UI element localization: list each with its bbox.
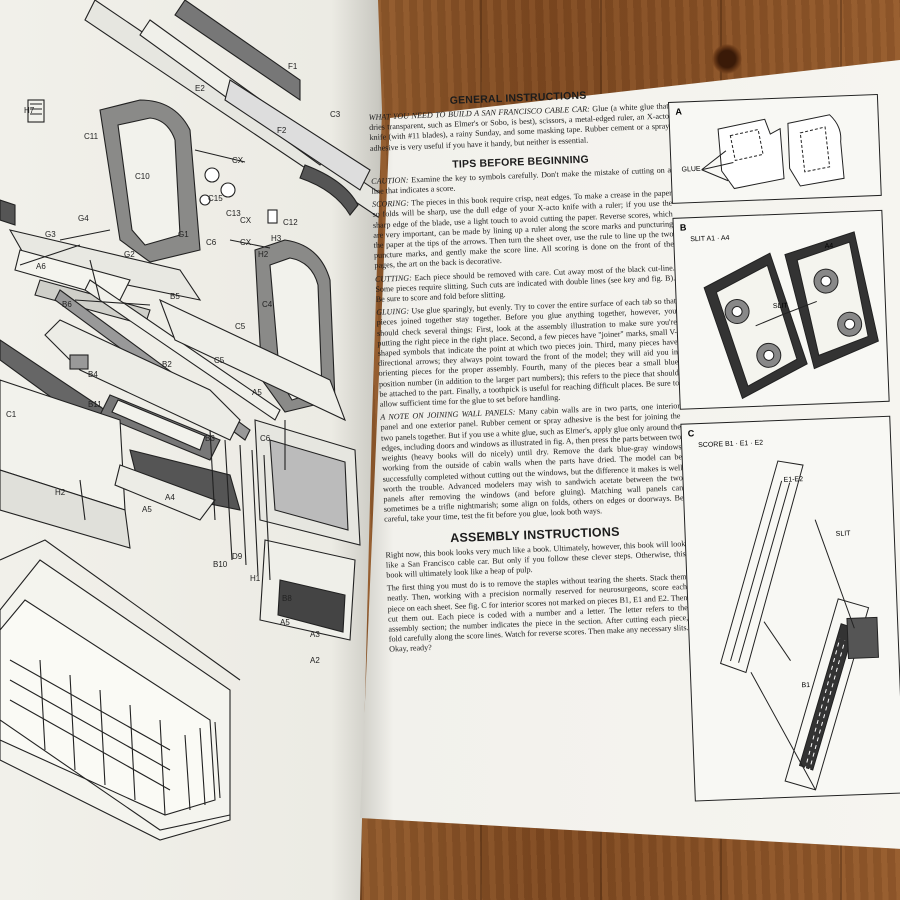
figures-column: A GLUE B SLIT A1 · A4 [668, 93, 900, 802]
part-label: C6 [206, 238, 217, 247]
part-label: C5 [235, 322, 246, 331]
part-label: G2 [124, 250, 135, 259]
part-label: H3 [271, 234, 282, 243]
figure-c-b1-label: B1 [801, 681, 811, 690]
part-label: H7 [24, 106, 35, 115]
general-instructions-text: WHAT YOU NEED TO BUILD A SAN FRANCISCO C… [369, 101, 670, 153]
part-label: E2 [195, 84, 205, 93]
part-label: F2 [277, 126, 287, 135]
figure-a-drawing [701, 114, 845, 190]
part-label: B8 [282, 594, 292, 603]
part-label: B10 [213, 560, 228, 569]
part-label: B2 [162, 360, 172, 369]
part-label: B5 [170, 292, 180, 301]
part-label: C6 [260, 434, 271, 443]
figure-b: B SLIT A1 · A4 A4 SLIT [672, 209, 890, 410]
part-label: C13 [226, 209, 241, 218]
part-label: A2 [310, 656, 320, 665]
part-label: D9 [232, 552, 243, 561]
walls-paragraph: A NOTE ON JOINING WALL PANELS: Many cabi… [380, 402, 684, 526]
wood-knot [712, 44, 742, 74]
part-label: C5 [214, 356, 225, 365]
part-label: C1 [6, 410, 17, 419]
part-label: G1 [178, 230, 189, 239]
part-label: C15 [208, 194, 223, 203]
figure-c-e1e2-label: E1-E2 [783, 476, 804, 484]
part-label: C12 [283, 218, 298, 227]
part-label: A5 [280, 618, 290, 627]
part-label: CX [240, 238, 252, 247]
part-label: H1 [250, 574, 261, 583]
part-label: G4 [78, 214, 89, 223]
assembly-paragraph-2: The first thing you must do is to remove… [386, 572, 689, 654]
figure-b-letter: B [679, 222, 687, 233]
gluing-lead: GLUING: [376, 306, 410, 318]
figure-a: A GLUE [668, 93, 882, 204]
scoring-paragraph: SCORING: The pieces in this book require… [372, 189, 675, 272]
figure-c-slit-label: SLIT [835, 530, 851, 538]
part-label: B11 [88, 400, 102, 409]
part-label: H2 [258, 250, 269, 259]
part-label: B4 [88, 370, 98, 379]
part-label: CX [240, 216, 252, 225]
figure-c-panels-drawing [719, 460, 879, 791]
figure-a-letter: A [675, 106, 683, 117]
figure-b-caption: SLIT A1 · A4 [690, 234, 730, 244]
part-label: C11 [84, 132, 99, 141]
part-label: A6 [36, 262, 46, 271]
figure-c-letter: C [687, 428, 695, 439]
figure-b-truck-drawing [703, 231, 879, 400]
figure-b-a4-label: A4 [824, 242, 834, 251]
scoring-lead: SCORING: [371, 198, 410, 210]
part-label: A5 [142, 505, 152, 514]
scoring-body: The pieces in this book require crisp, n… [372, 188, 675, 271]
part-label: H2 [55, 488, 66, 497]
part-label: C10 [135, 172, 150, 181]
part-label: A5 [252, 388, 262, 397]
part-label: G3 [45, 230, 56, 239]
gluing-paragraph: GLUING: Use glue sparingly, but evenly. … [376, 297, 680, 410]
exploded-cable-car-drawing [0, 0, 382, 841]
part-label: B3 [205, 434, 215, 443]
part-label: CX [232, 156, 244, 165]
instructions-column: GENERAL INSTRUCTIONS WHAT YOU NEED TO BU… [368, 86, 695, 797]
figure-b-slit-label: SLIT [772, 302, 788, 311]
part-label: C4 [262, 300, 273, 309]
caution-lead: CAUTION: [371, 175, 409, 186]
part-label: F1 [288, 62, 298, 71]
part-label: A3 [310, 630, 320, 639]
part-label: A4 [165, 493, 175, 502]
gluing-body: Use glue sparingly, but evenly. Try to c… [376, 296, 680, 409]
figure-c: C SCORE B1 · E1 · E2 E1-E2 SLIT B1 [680, 415, 900, 802]
left-page-assembly-diagram: F1 E2 H7 C11 F2 C3 CX C10 C15 C13 CX H3 … [0, 0, 382, 900]
cutting-lead: CUTTING: [374, 273, 412, 284]
part-label: B6 [62, 300, 72, 309]
figure-a-glue-label: GLUE [681, 165, 701, 174]
part-label: C3 [330, 110, 341, 119]
